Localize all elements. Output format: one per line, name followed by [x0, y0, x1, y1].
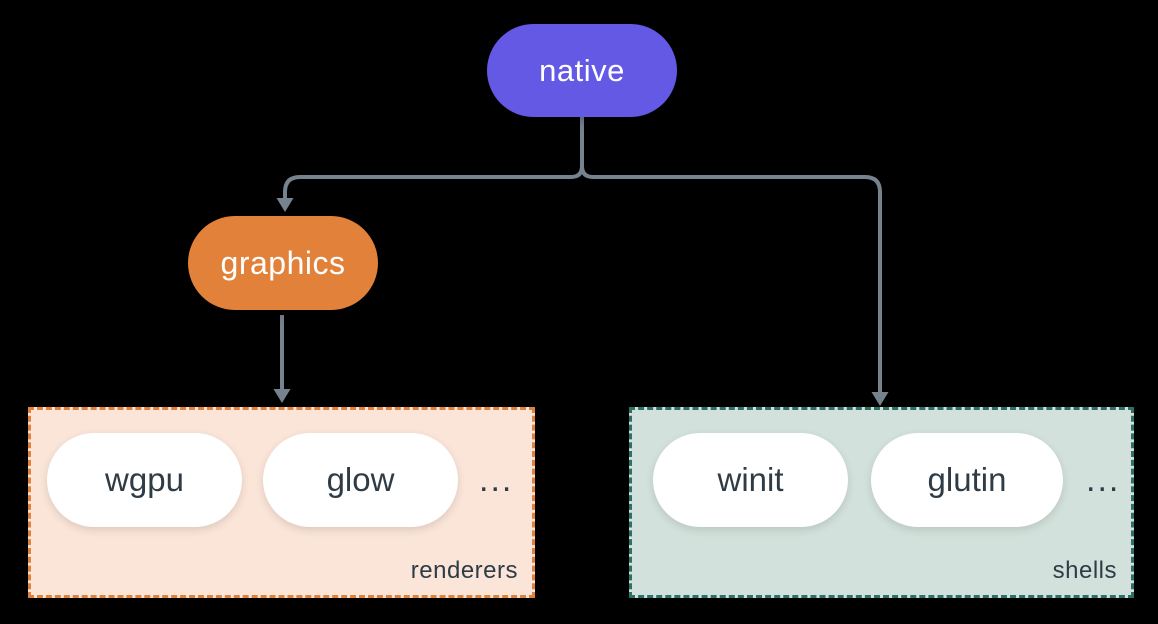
arrowhead-shells-icon — [871, 392, 889, 406]
node-wgpu-label: wgpu — [105, 461, 184, 498]
group-shells: winit glutin ... shells — [629, 407, 1134, 598]
node-glutin-label: glutin — [927, 461, 1007, 498]
connector-native-to-graphics — [283, 117, 584, 199]
renderers-ellipsis: ... — [479, 460, 514, 499]
node-native-label: native — [539, 52, 625, 88]
connector-native-to-shells — [580, 117, 882, 393]
group-renderers: wgpu glow ... renderers — [28, 407, 535, 598]
shells-group-label: shells — [1052, 557, 1117, 584]
arrowhead-renderers-icon — [273, 389, 291, 403]
node-glutin: glutin — [871, 433, 1063, 527]
node-winit: winit — [653, 433, 848, 527]
node-graphics-label: graphics — [220, 244, 346, 281]
node-graphics: graphics — [188, 216, 378, 310]
node-native: native — [487, 24, 677, 117]
node-glow: glow — [263, 433, 458, 527]
node-wgpu: wgpu — [47, 433, 242, 527]
renderers-group-label: renderers — [410, 557, 518, 584]
node-glow-label: glow — [326, 461, 395, 498]
shells-ellipsis: ... — [1086, 460, 1121, 499]
node-winit-label: winit — [717, 461, 784, 498]
arrowhead-graphics-icon — [276, 198, 294, 212]
